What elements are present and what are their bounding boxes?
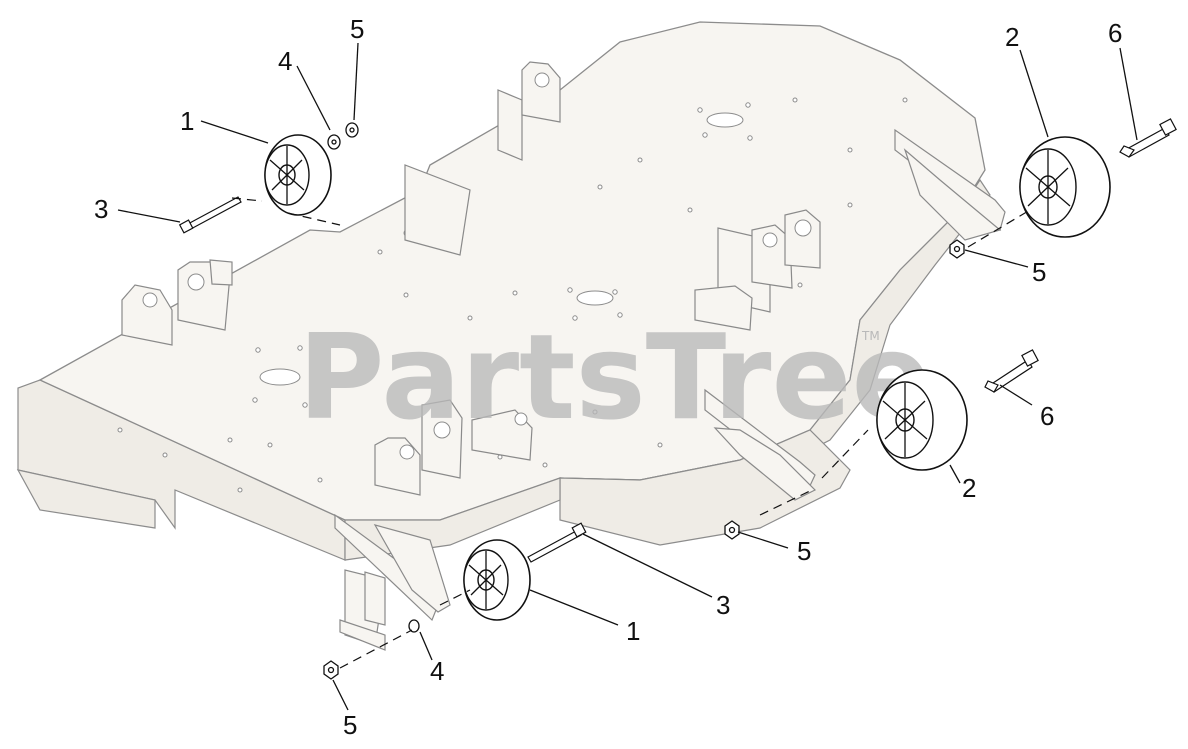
- callout-bolt-right-front: 6: [1040, 401, 1054, 431]
- spacer-front-left: [408, 619, 420, 633]
- callout-bolt-front-center: 3: [716, 590, 730, 620]
- spacer-left-rear: [327, 134, 341, 150]
- watermark-trademark: TM: [861, 329, 880, 343]
- callout-nut-right-front: 5: [797, 536, 811, 566]
- bolt-left-rear: [178, 196, 242, 234]
- assembly-lines: [231, 197, 1031, 669]
- mower-deck: [16, 21, 1006, 651]
- wheel-right-front: [876, 369, 968, 471]
- watermark: PartsTree TM: [298, 308, 932, 446]
- callout-nut-left-rear: 5: [350, 14, 364, 44]
- mounting-holes: [117, 97, 908, 493]
- callout-bolt-right-rear: 6: [1108, 18, 1122, 48]
- nut-bottom-left: [323, 660, 339, 680]
- callout-spacer-left-rear: 4: [278, 46, 292, 76]
- deck-brackets: [121, 61, 1006, 651]
- callout-wheel-left-front: 1: [626, 616, 640, 646]
- callout-nut-bottom-left: 5: [343, 710, 357, 740]
- callout-nut-right-rear: 5: [1032, 257, 1046, 287]
- nut-left-rear: [345, 122, 359, 138]
- bolt-right-front: [984, 349, 1039, 393]
- nut-right-rear: [949, 239, 965, 259]
- callout-wheel-right-rear: 2: [1005, 22, 1019, 52]
- wheel-left-front: [463, 539, 531, 621]
- wheel-left-rear: [264, 134, 332, 216]
- bolt-front-center: [527, 522, 587, 563]
- callout-labels: 1 4 5 3 2 6 5 6 2 5 3 1 4 5: [94, 14, 1122, 740]
- wheel-right-rear: [1019, 136, 1111, 238]
- watermark-text: PartsTree: [298, 308, 932, 446]
- callout-wheel-left-rear: 1: [180, 106, 194, 136]
- callout-wheel-right-front: 2: [962, 473, 976, 503]
- callout-spacer-front-left: 4: [430, 656, 444, 686]
- bolt-right-rear: [1119, 118, 1177, 158]
- nut-right-front: [724, 520, 740, 540]
- leader-lines: [117, 42, 1138, 711]
- callout-bolt-left-rear: 3: [94, 194, 108, 224]
